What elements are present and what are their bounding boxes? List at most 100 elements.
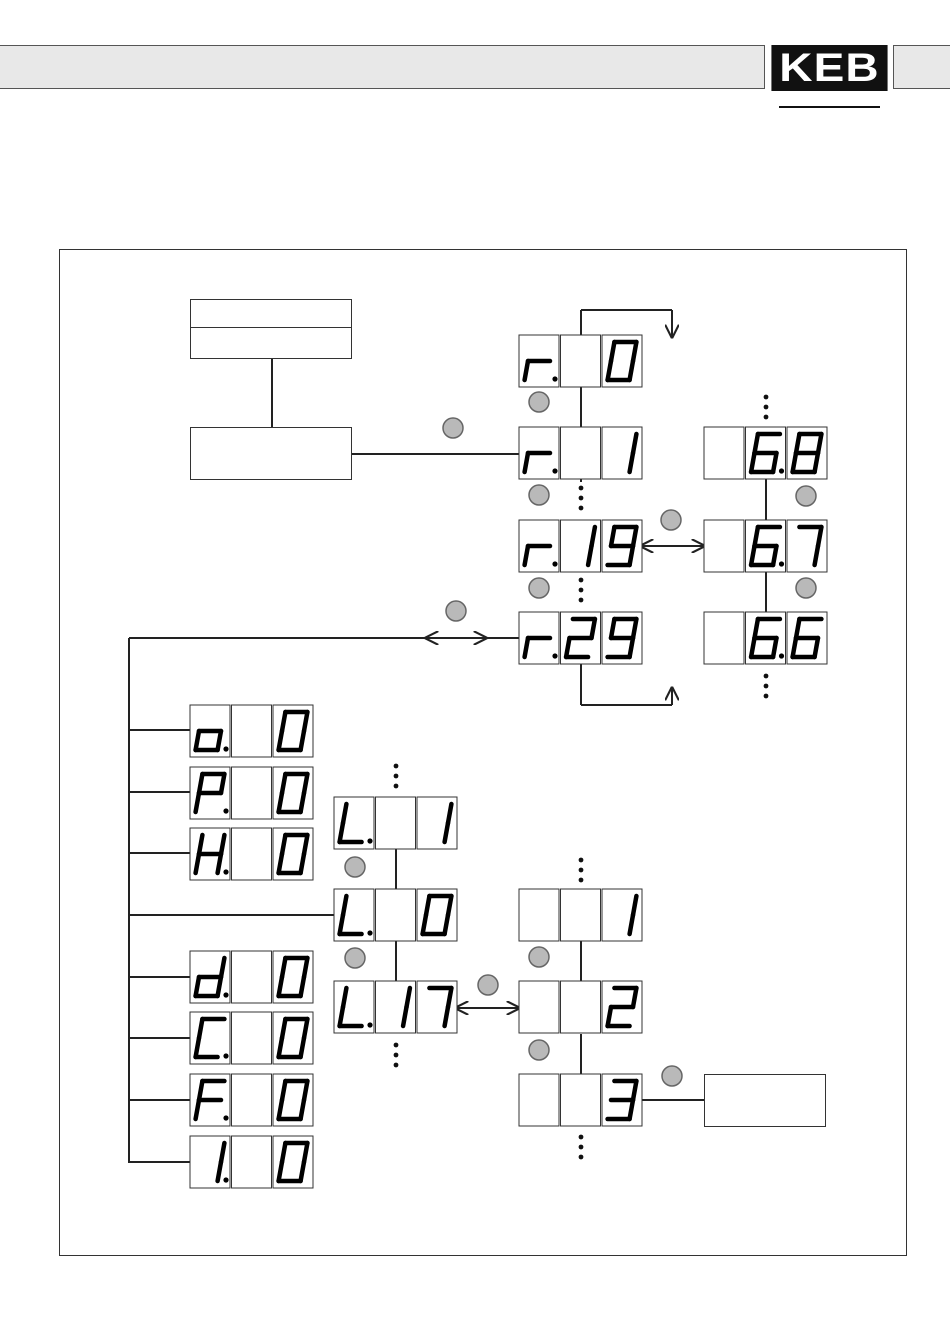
display-L1-digit-1 [334, 797, 374, 849]
display-r0 [519, 335, 642, 387]
ellipsis-1 [764, 395, 769, 420]
display-P0-digit-1 [190, 767, 230, 819]
display-I0-digit-3 [273, 1136, 313, 1188]
display-L1-digit-2 [376, 797, 416, 849]
key-button-14 [662, 1066, 682, 1086]
display-L17-digit-1 [334, 981, 374, 1033]
display-C0-digit-2 [232, 1012, 272, 1064]
display-v2 [519, 981, 642, 1033]
ellipsis-8 [579, 1135, 584, 1160]
display-p66-digit-3 [787, 612, 827, 664]
display-I0 [190, 1136, 313, 1188]
display-d0 [190, 951, 313, 1003]
display-o0-digit-2 [232, 705, 272, 757]
display-L0 [334, 889, 457, 941]
display-r19-digit-1 [519, 520, 559, 572]
display-C0-digit-1 [190, 1012, 230, 1064]
display-v2-digit-3 [602, 981, 642, 1033]
display-L0-digit-1 [334, 889, 374, 941]
ellipsis-2 [579, 486, 584, 511]
ellipsis-3 [579, 578, 584, 603]
display-d0-digit-3 [273, 951, 313, 1003]
display-C0 [190, 1012, 313, 1064]
display-v1-digit-1 [519, 889, 559, 941]
display-p66-digit-1 [704, 612, 744, 664]
key-button-13 [529, 1040, 549, 1060]
display-p68-digit-2 [746, 427, 786, 479]
display-r0-digit-2 [561, 335, 601, 387]
ellipsis-6 [579, 858, 584, 883]
key-button-11 [478, 975, 498, 995]
display-r29 [519, 612, 642, 664]
display-p67-digit-3 [787, 520, 827, 572]
display-P0-digit-2 [232, 767, 272, 819]
display-L1-digit-3 [417, 797, 457, 849]
key-button-7 [796, 486, 816, 506]
display-r29-digit-3 [602, 612, 642, 664]
display-L17-digit-2 [376, 981, 416, 1033]
display-C0-digit-3 [273, 1012, 313, 1064]
display-H0-digit-3 [273, 828, 313, 880]
display-L0-digit-2 [376, 889, 416, 941]
ellipsis-7 [394, 1043, 399, 1068]
display-I0-digit-1 [190, 1136, 230, 1188]
key-button-1 [529, 392, 549, 412]
display-p66 [704, 612, 827, 664]
display-H0-digit-1 [190, 828, 230, 880]
display-r19-digit-3 [602, 520, 642, 572]
key-button-10 [345, 948, 365, 968]
display-P0 [190, 767, 313, 819]
display-r1-digit-2 [561, 427, 601, 479]
display-r0-digit-1 [519, 335, 559, 387]
ellipsis-4 [764, 674, 769, 699]
display-I0-digit-2 [232, 1136, 272, 1188]
key-button-6 [446, 601, 466, 621]
display-o0 [190, 705, 313, 757]
display-o0-digit-3 [273, 705, 313, 757]
display-F0-digit-2 [232, 1074, 272, 1126]
display-L0-digit-3 [417, 889, 457, 941]
display-p67-digit-2 [746, 520, 786, 572]
display-H0 [190, 828, 313, 880]
display-P0-digit-3 [273, 767, 313, 819]
key-button-5 [529, 578, 549, 598]
seven-segment-displays [190, 335, 827, 1188]
key-button-9 [345, 857, 365, 877]
display-F0 [190, 1074, 313, 1126]
display-p68-digit-3 [787, 427, 827, 479]
display-v2-digit-2 [561, 981, 601, 1033]
display-r29-digit-1 [519, 612, 559, 664]
key-button-2 [443, 418, 463, 438]
display-r19-digit-2 [561, 520, 601, 572]
display-v1 [519, 889, 642, 941]
ellipsis-5 [394, 764, 399, 789]
display-v3-digit-2 [561, 1074, 601, 1126]
display-d0-digit-1 [190, 951, 230, 1003]
display-F0-digit-1 [190, 1074, 230, 1126]
display-r0-digit-3 [602, 335, 642, 387]
key-button-4 [661, 510, 681, 530]
display-L17 [334, 981, 457, 1033]
display-v2-digit-1 [519, 981, 559, 1033]
display-F0-digit-3 [273, 1074, 313, 1126]
display-p66-digit-2 [746, 612, 786, 664]
display-v1-digit-2 [561, 889, 601, 941]
display-v3-digit-3 [602, 1074, 642, 1126]
display-r19 [519, 520, 642, 572]
display-r1-digit-3 [602, 427, 642, 479]
display-L17-digit-3 [417, 981, 457, 1033]
display-p67 [704, 520, 827, 572]
key-button-12 [529, 947, 549, 967]
display-v3 [519, 1074, 642, 1126]
display-r29-digit-2 [561, 612, 601, 664]
display-r1 [519, 427, 642, 479]
key-button-8 [796, 578, 816, 598]
display-r1-digit-1 [519, 427, 559, 479]
display-p68-digit-1 [704, 427, 744, 479]
display-v3-digit-1 [519, 1074, 559, 1126]
display-p67-digit-1 [704, 520, 744, 572]
display-L1 [334, 797, 457, 849]
display-o0-digit-1 [190, 705, 230, 757]
display-p68 [704, 427, 827, 479]
